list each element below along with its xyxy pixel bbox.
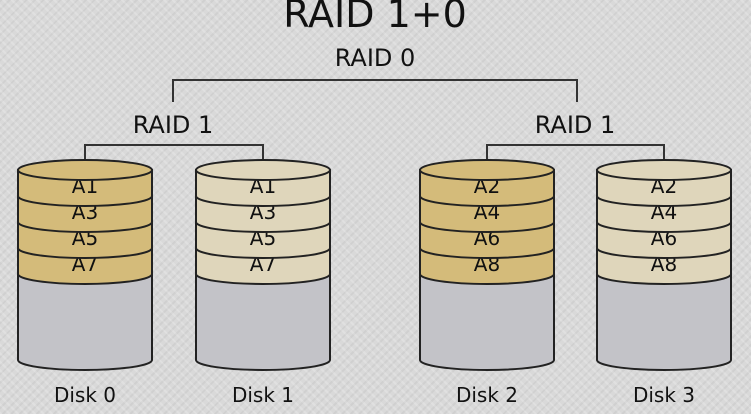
disk-top-cap [596,159,732,181]
disk-empty-space [195,273,331,371]
disk-empty-space [17,273,153,371]
disk-top-cap [17,159,153,181]
disk-label: Disk 2 [456,383,518,407]
disk-label: Disk 1 [232,383,294,407]
raid0-label: RAID 0 [335,44,416,72]
disk-label: Disk 3 [633,383,695,407]
diagram-title: RAID 1+0 [283,0,467,36]
raid0-connector [172,79,578,102]
raid1-connector-left [84,144,264,170]
disk-empty-space [419,273,555,371]
disk-label: Disk 0 [54,383,116,407]
disk-top-cap [419,159,555,181]
disk-top-cap [195,159,331,181]
disk-empty-space [596,273,732,371]
raid1-connector-right [486,144,665,170]
raid1-label-right: RAID 1 [535,111,616,139]
raid1-label-left: RAID 1 [133,111,214,139]
